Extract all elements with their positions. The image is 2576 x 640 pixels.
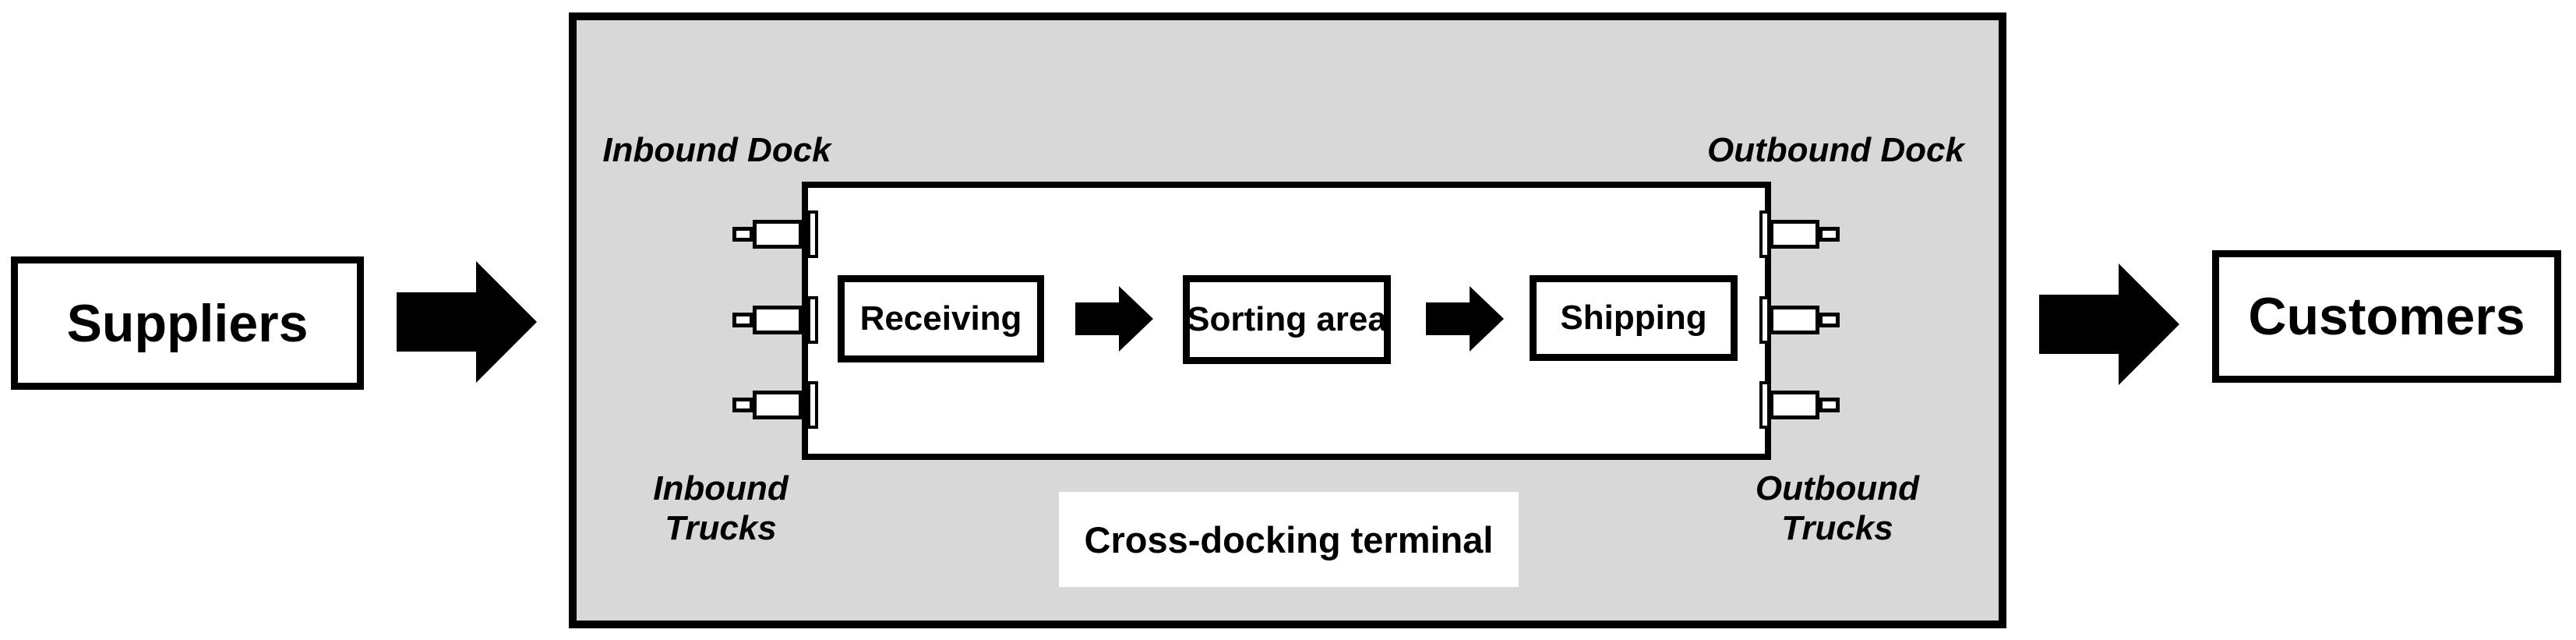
inbound-flow-arrow-icon xyxy=(397,261,537,383)
process-step-shipping: Shipping xyxy=(1530,275,1738,361)
outbound-truck-icon-1 xyxy=(1759,210,1845,258)
truck-cab-icon xyxy=(1819,313,1840,327)
outbound-truck-icon-2 xyxy=(1759,296,1845,344)
customers-label: Customers xyxy=(2248,287,2525,346)
outbound-trucks-label: Outbound Trucks xyxy=(1720,469,1954,548)
inbound-truck-icon-3 xyxy=(732,381,818,429)
inbound-truck-icon-2 xyxy=(732,296,818,344)
truck-trailer-icon xyxy=(753,391,803,419)
process-arrow-2-icon xyxy=(1426,286,1504,352)
dock-door-icon xyxy=(807,296,818,344)
arrow-head xyxy=(1119,286,1153,352)
truck-trailer-icon xyxy=(753,306,803,334)
arrow-head xyxy=(1470,286,1504,352)
truck-trailer-icon xyxy=(1770,391,1819,419)
dock-door-icon xyxy=(1759,381,1770,429)
inbound-trucks-line2: Trucks xyxy=(665,509,777,547)
receiving-label: Receiving xyxy=(859,299,1022,338)
arrow-head xyxy=(2119,263,2179,385)
dock-door-icon xyxy=(807,381,818,429)
sorting-area-label: Sorting area xyxy=(1187,300,1387,338)
truck-cab-icon xyxy=(1819,398,1840,412)
dock-door-icon xyxy=(1759,210,1770,258)
outbound-dock-label: Outbound Dock xyxy=(1707,131,1964,169)
terminal-name-label: Cross-docking terminal xyxy=(1084,518,1494,560)
process-step-sorting-area: Sorting area xyxy=(1183,275,1391,364)
truck-cab-icon xyxy=(732,313,753,327)
inbound-truck-icon-1 xyxy=(732,210,818,258)
outbound-trucks-line1: Outbound xyxy=(1755,469,1920,507)
process-arrow-1-icon xyxy=(1075,286,1153,352)
outbound-truck-icon-3 xyxy=(1759,381,1845,429)
truck-cab-icon xyxy=(732,227,753,242)
arrow-shaft xyxy=(1426,302,1471,335)
arrow-shaft xyxy=(2039,295,2120,354)
inbound-trucks-label: Inbound Trucks xyxy=(604,469,838,548)
truck-trailer-icon xyxy=(1770,220,1819,249)
customers-box: Customers xyxy=(2212,250,2561,383)
terminal-name-band: Cross-docking terminal xyxy=(1059,492,1519,587)
truck-trailer-icon xyxy=(1770,306,1819,334)
outbound-trucks-line2: Trucks xyxy=(1781,509,1893,547)
truck-cab-icon xyxy=(732,398,753,412)
arrow-shaft xyxy=(397,292,478,352)
inbound-dock-label: Inbound Dock xyxy=(602,131,831,169)
arrow-head xyxy=(476,261,537,383)
arrow-shaft xyxy=(1075,302,1120,335)
inbound-trucks-line1: Inbound xyxy=(653,469,789,507)
shipping-label: Shipping xyxy=(1560,299,1707,337)
suppliers-box: Suppliers xyxy=(11,256,364,390)
dock-door-icon xyxy=(807,210,818,258)
truck-cab-icon xyxy=(1819,227,1840,242)
dock-door-icon xyxy=(1759,296,1770,344)
truck-trailer-icon xyxy=(753,220,803,249)
outbound-flow-arrow-icon xyxy=(2039,263,2179,385)
suppliers-label: Suppliers xyxy=(66,293,309,353)
process-step-receiving: Receiving xyxy=(838,275,1044,362)
